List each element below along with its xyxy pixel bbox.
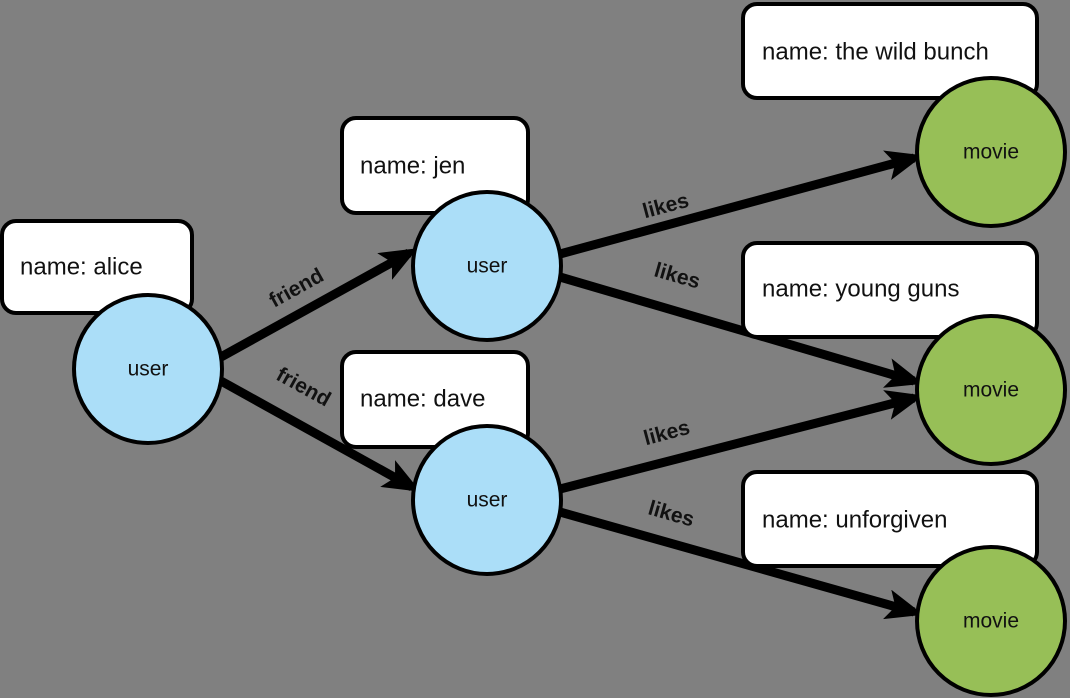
property-box-shape <box>741 241 1039 339</box>
node-circle <box>915 314 1067 466</box>
edge-jen-likes-wild-bunch[interactable] <box>558 150 924 259</box>
property-box-alice: name: alice <box>0 219 194 315</box>
node-label: movie <box>963 610 1019 633</box>
node-unforgiven[interactable]: movie <box>915 545 1067 697</box>
edge-label-likes-unforgiven: likes <box>646 497 697 532</box>
property-box-label: name: young guns <box>762 275 959 302</box>
node-label: user <box>467 489 508 512</box>
edge-label-likes-young-guns-dave: likes <box>641 416 692 450</box>
property-box-dave: name: dave <box>340 350 530 449</box>
node-label: movie <box>963 141 1019 164</box>
edge-alice-friend-jen[interactable] <box>218 248 418 361</box>
property-box-label: name: dave <box>360 385 485 412</box>
edge-label-likes-young-guns-jen: likes <box>652 259 703 294</box>
node-circle <box>915 545 1067 697</box>
node-circle <box>915 76 1067 228</box>
edge-line <box>558 390 924 494</box>
node-alice[interactable]: user <box>72 293 224 445</box>
node-the-wild-bunch[interactable]: movie <box>915 76 1067 228</box>
property-box-label: name: unforgiven <box>762 506 947 533</box>
node-circle <box>411 424 563 576</box>
edges-layer <box>218 150 924 620</box>
node-dave[interactable]: user <box>411 424 563 576</box>
node-label: user <box>467 255 508 278</box>
property-box-label: name: the wild bunch <box>762 38 989 65</box>
edge-label-friend-dave: friend <box>272 363 334 411</box>
property-box-shape <box>741 2 1039 100</box>
property-boxes-layer: name: alice name: jen name: dave name: t… <box>0 2 1039 568</box>
node-young-guns[interactable]: movie <box>915 314 1067 466</box>
edge-line <box>558 507 924 620</box>
node-label: movie <box>963 379 1019 402</box>
node-circle <box>411 190 563 342</box>
node-label: user <box>128 358 169 381</box>
edge-alice-friend-dave[interactable] <box>218 377 421 492</box>
property-box-the-wild-bunch: name: the wild bunch <box>741 2 1039 100</box>
property-box-label: name: alice <box>20 253 143 280</box>
edge-jen-likes-young-guns[interactable] <box>558 272 924 388</box>
property-box-label: name: jen <box>360 152 465 179</box>
edge-line <box>218 377 421 492</box>
edge-line <box>218 248 418 361</box>
edge-line <box>558 150 924 259</box>
node-circle <box>72 293 224 445</box>
node-jen[interactable]: user <box>411 190 563 342</box>
edge-line <box>558 272 924 388</box>
property-box-young-guns: name: young guns <box>741 241 1039 339</box>
property-box-unforgiven: name: unforgiven <box>741 470 1039 568</box>
property-box-shape <box>741 470 1039 568</box>
edge-dave-likes-young-guns[interactable] <box>558 390 924 494</box>
edge-dave-likes-unforgiven[interactable] <box>558 507 924 620</box>
nodes-layer: user user user movie movie movie <box>72 76 1067 697</box>
